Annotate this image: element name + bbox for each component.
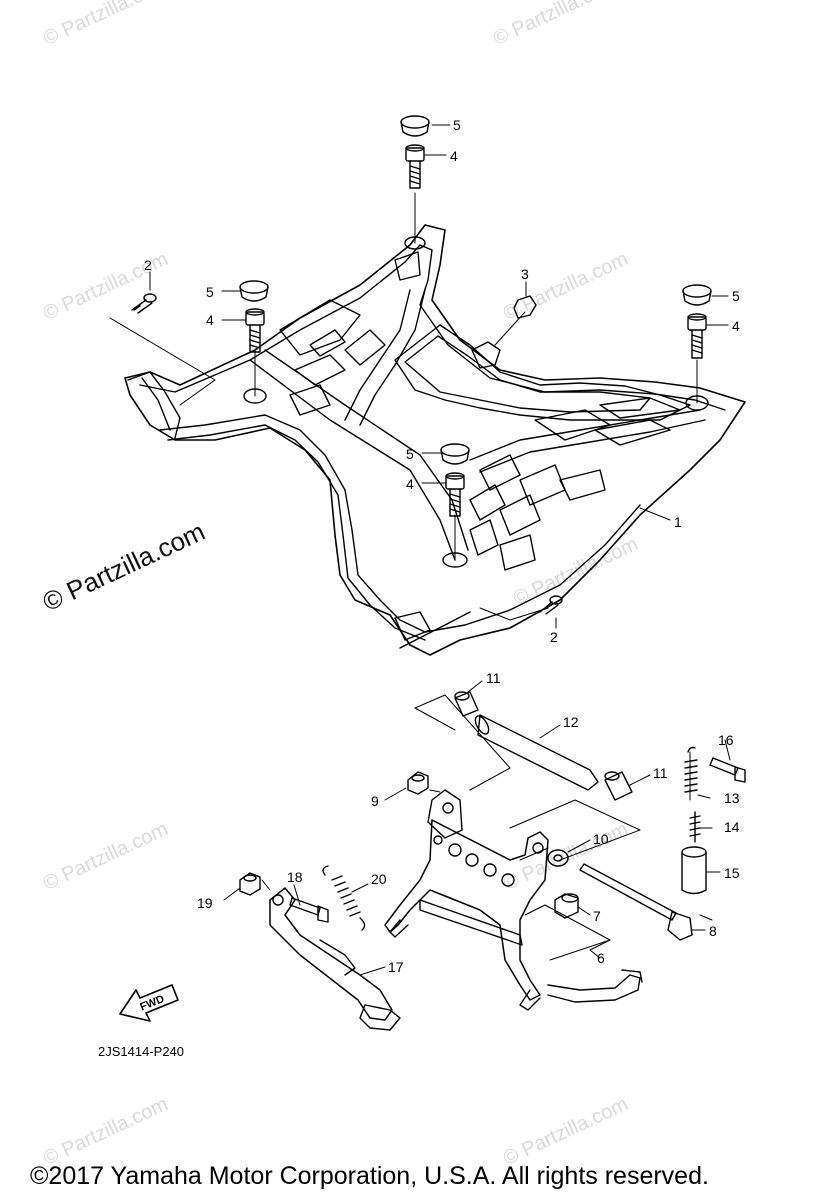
- callout-3: 3: [521, 266, 529, 282]
- callout-12: 12: [563, 714, 579, 730]
- floor-panel: [124, 224, 746, 656]
- stand-hardware: [407, 771, 693, 941]
- callout-8: 8: [709, 923, 717, 939]
- side-stand: [239, 865, 401, 1031]
- callout-5: 5: [406, 446, 414, 462]
- diagram-code: 2JS1414-P240: [98, 1044, 185, 1059]
- callout-10: 10: [593, 831, 609, 847]
- callout-4: 4: [406, 476, 414, 492]
- callout-4: 4: [450, 148, 458, 164]
- callout-5: 5: [206, 284, 214, 300]
- callout-labels: 5 4 2 3 5 4 5 4 5 4 1 2 11 12 9 11 10 7 …: [144, 117, 740, 975]
- callout-6: 6: [597, 950, 605, 966]
- callout-leaders: [149, 124, 731, 976]
- fasteners-upper: [131, 115, 712, 615]
- callout-2: 2: [550, 629, 558, 645]
- callout-5: 5: [732, 288, 740, 304]
- callout-4: 4: [206, 312, 214, 328]
- callout-17: 17: [388, 959, 404, 975]
- center-stand: [384, 789, 643, 1011]
- leader-lines: [109, 192, 698, 621]
- leader-lines-lower: [261, 694, 713, 961]
- fwd-arrow-icon: FWD: [119, 984, 179, 1022]
- callout-11: 11: [486, 670, 501, 686]
- callout-9: 9: [371, 793, 379, 809]
- callout-18: 18: [287, 869, 303, 885]
- callout-15: 15: [724, 865, 740, 881]
- callout-5: 5: [453, 117, 461, 133]
- callout-14: 14: [724, 819, 740, 835]
- callout-1: 1: [674, 514, 682, 530]
- callout-13: 13: [724, 790, 740, 806]
- callout-19: 19: [197, 895, 213, 911]
- callout-2: 2: [144, 257, 152, 273]
- spring-assembly: [681, 746, 746, 895]
- callout-11: 11: [653, 765, 668, 781]
- callout-16: 16: [718, 732, 734, 748]
- callout-7: 7: [593, 908, 601, 924]
- callout-4: 4: [732, 318, 740, 334]
- callout-20: 20: [371, 871, 387, 887]
- copyright-footer: ©2017 Yamaha Motor Corporation, U.S.A. A…: [30, 1162, 709, 1190]
- pivot-shaft: [454, 691, 633, 801]
